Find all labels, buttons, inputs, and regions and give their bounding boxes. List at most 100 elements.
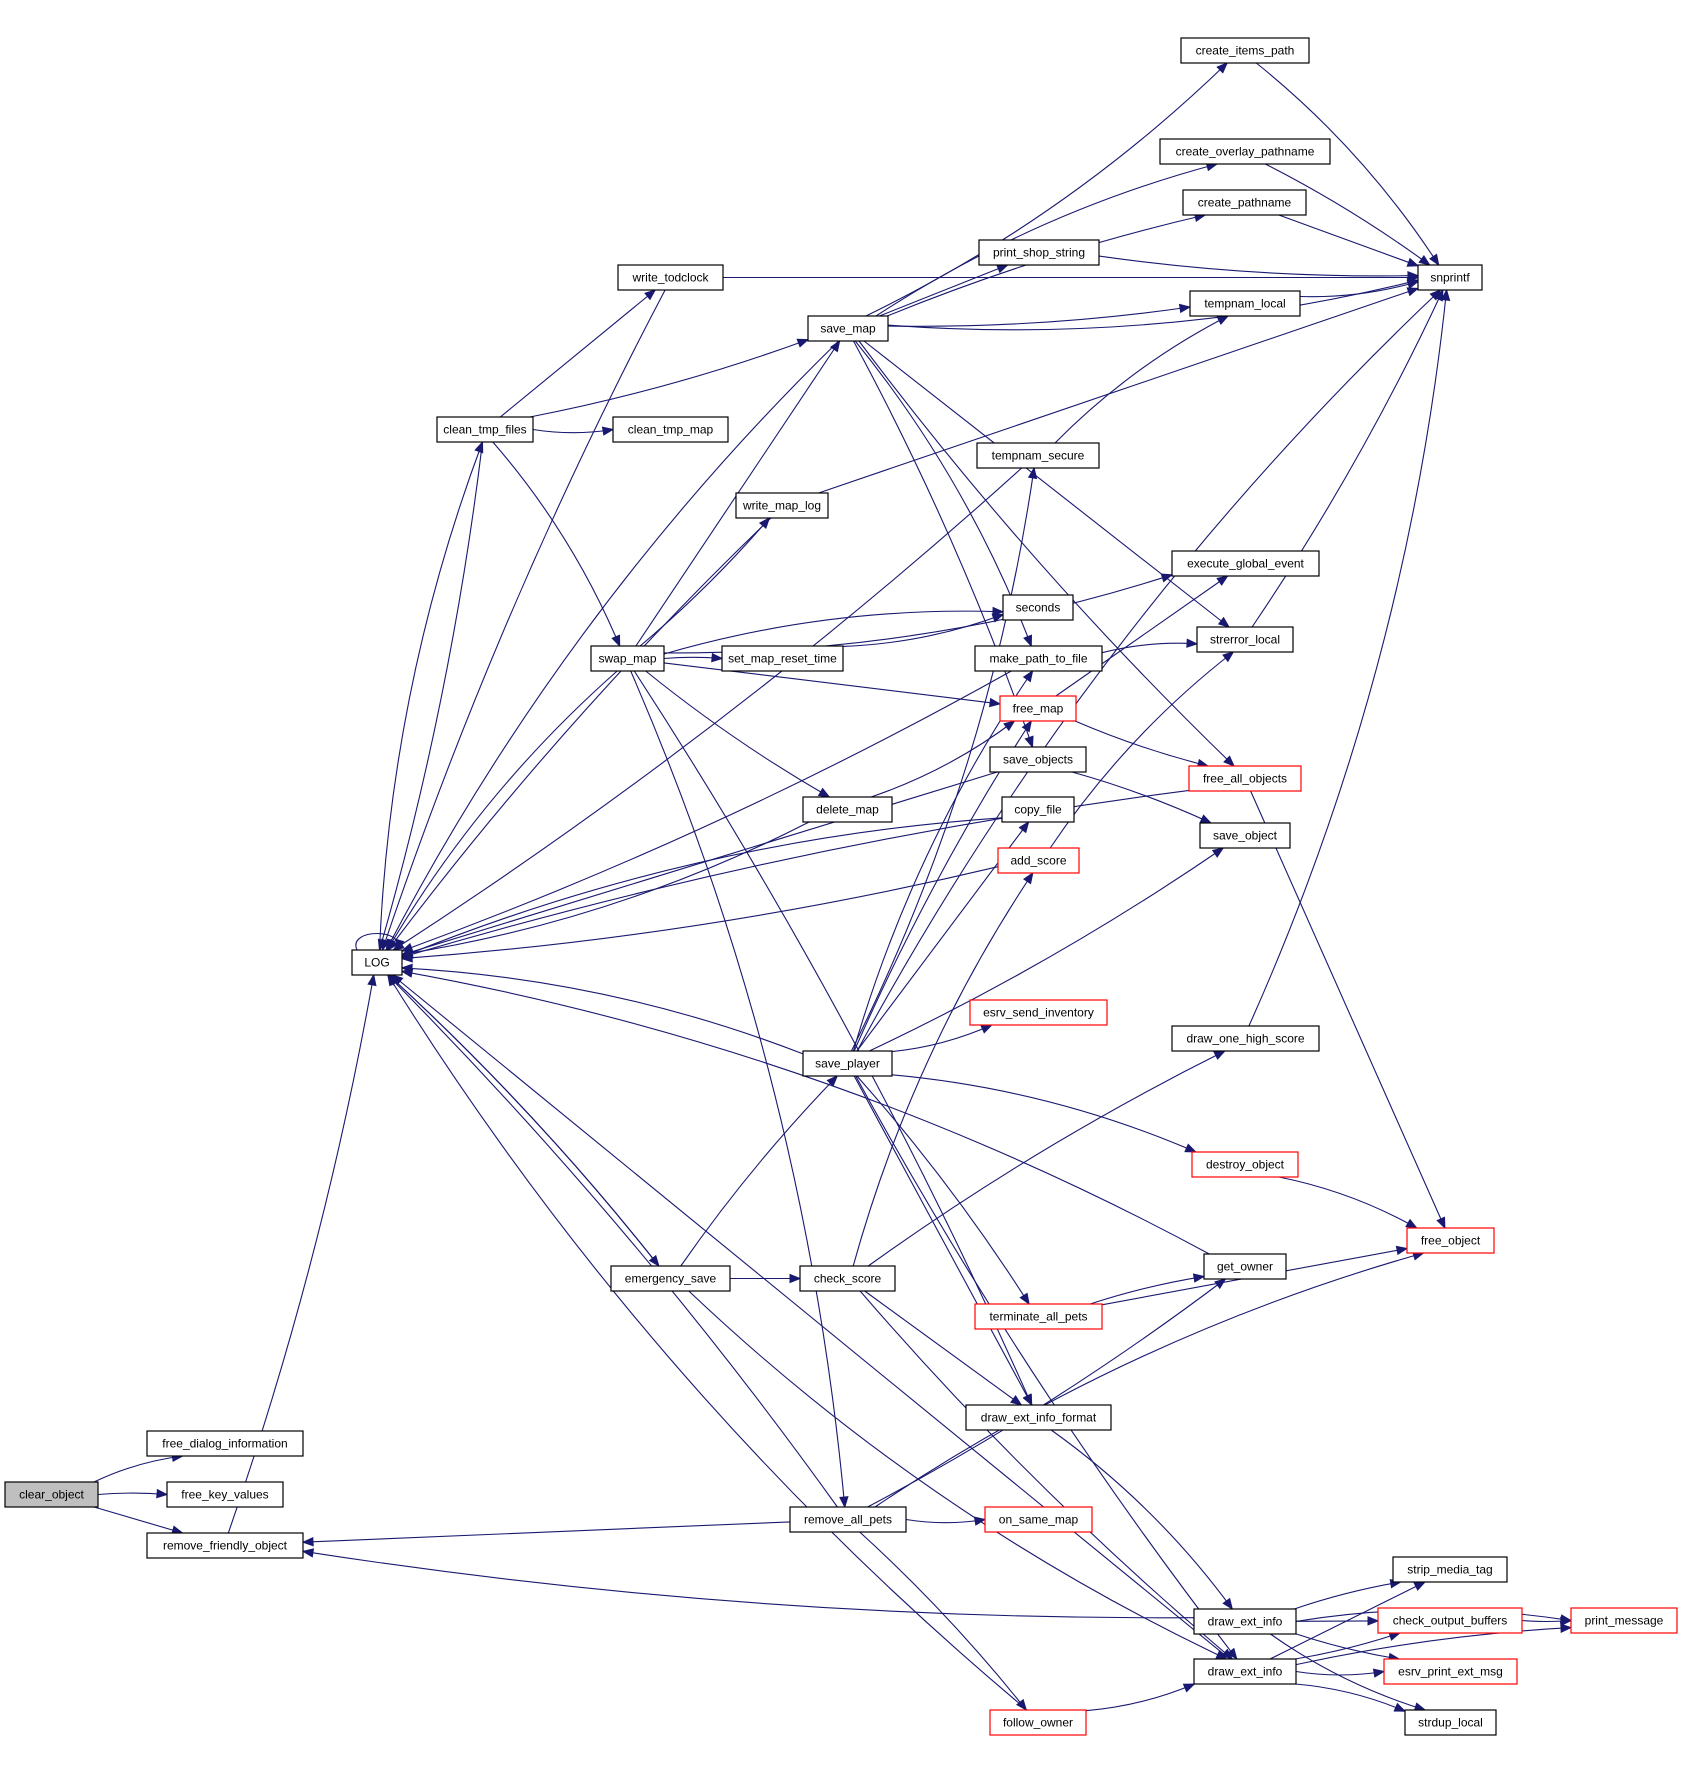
node-strip-media-tag[interactable]: strip_media_tag	[1392, 1556, 1508, 1583]
node-seconds[interactable]: seconds	[1002, 594, 1074, 621]
node-box[interactable]	[969, 999, 1108, 1026]
node-box[interactable]	[1189, 290, 1301, 317]
node-check-output-buffers[interactable]: check_output_buffers	[1377, 1607, 1523, 1634]
node-remove-all-pets[interactable]: remove_all_pets	[789, 1506, 907, 1533]
node-get-owner[interactable]: get_owner	[1203, 1253, 1287, 1280]
node-save-player[interactable]: save_player	[802, 1050, 893, 1077]
node-draw-ext-info-a[interactable]: draw_ext_info	[1193, 1608, 1297, 1635]
node-free-all-objects[interactable]: free_all_objects	[1188, 765, 1302, 792]
node-box[interactable]	[965, 1404, 1112, 1431]
node-terminate-all-pets[interactable]: terminate_all_pets	[974, 1303, 1103, 1330]
node-box[interactable]	[989, 1709, 1087, 1736]
node-box[interactable]	[978, 239, 1100, 266]
node-follow-owner[interactable]: follow_owner	[989, 1709, 1087, 1736]
node-create-overlay-pathname[interactable]: create_overlay_pathname	[1159, 138, 1331, 165]
node-draw-one-high-score[interactable]: draw_one_high_score	[1171, 1025, 1320, 1052]
node-make-path-to-file[interactable]: make_path_to_file	[974, 645, 1103, 672]
node-box[interactable]	[735, 492, 829, 519]
node-box[interactable]	[1171, 550, 1320, 577]
node-box[interactable]	[974, 1303, 1103, 1330]
node-save-objects[interactable]: save_objects	[989, 746, 1087, 773]
node-box[interactable]	[1199, 822, 1291, 849]
node-box[interactable]	[1182, 189, 1307, 216]
node-write-todclock[interactable]: write_todclock	[617, 264, 724, 291]
node-box[interactable]	[1171, 1025, 1320, 1052]
node-LOG[interactable]: LOG	[351, 949, 403, 976]
node-save-map[interactable]: save_map	[807, 315, 889, 342]
node-free-object[interactable]: free_object	[1406, 1227, 1495, 1254]
node-destroy-object[interactable]: destroy_object	[1191, 1151, 1299, 1178]
node-add-score[interactable]: add_score	[997, 847, 1080, 874]
node-clean-tmp-map[interactable]: clean_tmp_map	[612, 416, 729, 443]
node-clean-tmp-files[interactable]: clean_tmp_files	[436, 416, 534, 443]
node-swap-map[interactable]: swap_map	[590, 645, 665, 672]
node-box[interactable]	[590, 645, 665, 672]
node-box[interactable]	[1196, 626, 1294, 653]
node-strdup-local[interactable]: strdup_local	[1404, 1709, 1497, 1736]
node-box[interactable]	[1159, 138, 1331, 165]
node-box[interactable]	[721, 645, 844, 672]
node-box[interactable]	[802, 1050, 893, 1077]
node-draw-ext-info-b[interactable]: draw_ext_info	[1193, 1658, 1297, 1685]
node-box[interactable]	[984, 1506, 1093, 1533]
node-box[interactable]	[789, 1506, 907, 1533]
node-box[interactable]	[1404, 1709, 1497, 1736]
node-free-key-values[interactable]: free_key_values	[166, 1481, 284, 1508]
node-box[interactable]	[1193, 1608, 1297, 1635]
node-box[interactable]	[976, 442, 1100, 469]
node-clear-object[interactable]: clear_object	[4, 1481, 99, 1508]
node-esrv-send-inventory[interactable]: esrv_send_inventory	[969, 999, 1108, 1026]
node-tempnam-secure[interactable]: tempnam_secure	[976, 442, 1100, 469]
node-box[interactable]	[351, 949, 403, 976]
node-execute-global-event[interactable]: execute_global_event	[1171, 550, 1320, 577]
node-box[interactable]	[1417, 264, 1483, 291]
node-box[interactable]	[612, 416, 729, 443]
node-box[interactable]	[1570, 1607, 1678, 1634]
node-strerror-local[interactable]: strerror_local	[1196, 626, 1294, 653]
node-box[interactable]	[146, 1532, 304, 1559]
node-box[interactable]	[146, 1430, 304, 1457]
node-box[interactable]	[807, 315, 889, 342]
node-check-score[interactable]: check_score	[799, 1265, 896, 1292]
node-set-map-reset-time[interactable]: set_map_reset_time	[721, 645, 844, 672]
node-box[interactable]	[1188, 765, 1302, 792]
node-box[interactable]	[799, 1265, 896, 1292]
node-create-pathname[interactable]: create_pathname	[1182, 189, 1307, 216]
node-print-message[interactable]: print_message	[1570, 1607, 1678, 1634]
node-free-dialog-information[interactable]: free_dialog_information	[146, 1430, 304, 1457]
node-free-map[interactable]: free_map	[999, 695, 1077, 722]
node-box[interactable]	[1377, 1607, 1523, 1634]
node-box[interactable]	[1193, 1658, 1297, 1685]
node-box[interactable]	[1203, 1253, 1287, 1280]
node-box[interactable]	[997, 847, 1080, 874]
node-box[interactable]	[1406, 1227, 1495, 1254]
node-box[interactable]	[436, 416, 534, 443]
node-box[interactable]	[1002, 594, 1074, 621]
node-box[interactable]	[999, 695, 1077, 722]
node-snprintf[interactable]: snprintf	[1417, 264, 1483, 291]
node-esrv-print-ext-msg[interactable]: esrv_print_ext_msg	[1383, 1658, 1518, 1685]
node-box[interactable]	[1383, 1658, 1518, 1685]
node-print-shop-string[interactable]: print_shop_string	[978, 239, 1100, 266]
node-remove-friendly-object[interactable]: remove_friendly_object	[146, 1532, 304, 1559]
node-delete-map[interactable]: delete_map	[802, 796, 893, 823]
node-emergency-save[interactable]: emergency_save	[610, 1265, 731, 1292]
node-box[interactable]	[1392, 1556, 1508, 1583]
node-create-items-path[interactable]: create_items_path	[1180, 37, 1310, 64]
node-box[interactable]	[1191, 1151, 1299, 1178]
node-box[interactable]	[802, 796, 893, 823]
node-box[interactable]	[1001, 796, 1075, 823]
node-box[interactable]	[1180, 37, 1310, 64]
node-box[interactable]	[4, 1481, 99, 1508]
node-write-map-log[interactable]: write_map_log	[735, 492, 829, 519]
node-box[interactable]	[166, 1481, 284, 1508]
node-save-object[interactable]: save_object	[1199, 822, 1291, 849]
node-box[interactable]	[610, 1265, 731, 1292]
node-box[interactable]	[989, 746, 1087, 773]
node-copy-file[interactable]: copy_file	[1001, 796, 1075, 823]
node-box[interactable]	[974, 645, 1103, 672]
node-box[interactable]	[617, 264, 724, 291]
node-tempnam-local[interactable]: tempnam_local	[1189, 290, 1301, 317]
node-draw-ext-info-format[interactable]: draw_ext_info_format	[965, 1404, 1112, 1431]
node-on-same-map[interactable]: on_same_map	[984, 1506, 1093, 1533]
